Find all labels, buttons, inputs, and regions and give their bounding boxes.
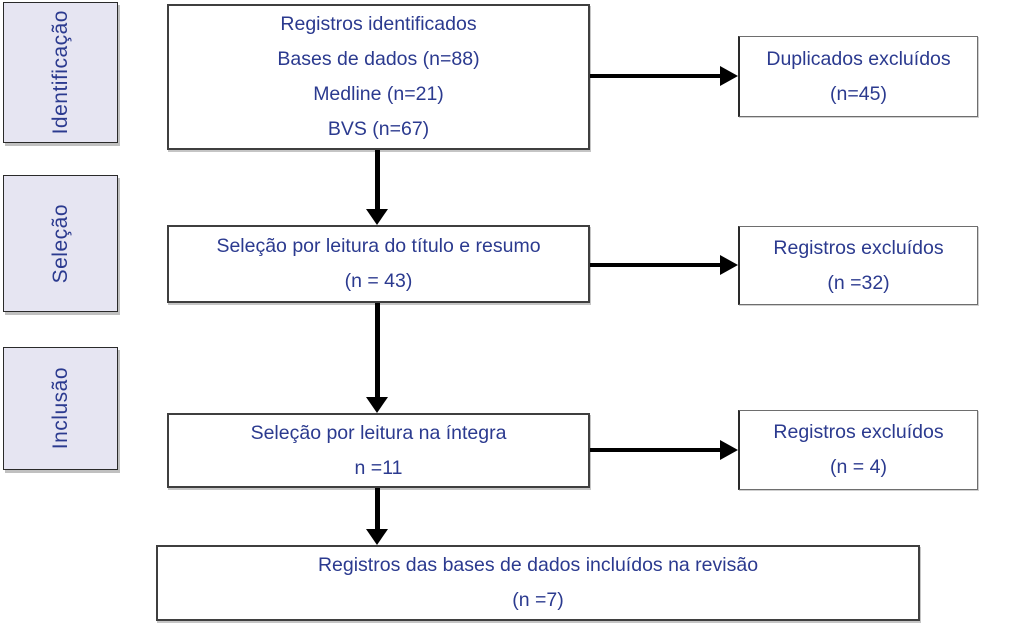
duplicates-excluded-label: Duplicados excluídos [766,47,951,70]
arrow-screening-to-fulltext-line [375,303,380,398]
stage-box-identification: Identificação [3,2,118,143]
arrow-fulltext-to-excluded-line [590,448,722,452]
fulltext-excluded-count: (n = 4) [830,456,887,478]
arrow-identified-to-screening-head-icon [366,209,388,225]
arrow-fulltext-to-included-line [375,488,380,530]
screening-excluded-count: (n =32) [827,271,890,294]
arrow-screening-to-excluded-line [590,263,722,267]
arrow-identified-to-duplicates-head-icon [720,66,738,86]
stage-box-selection: Seleção [3,175,118,312]
records-included-count: (n =7) [512,589,564,611]
arrow-screening-to-fulltext-head-icon [366,397,388,413]
full-text-screening-box: Seleção por leitura na íntegra n =11 [167,413,590,488]
records-identified-bvs: BVS (n=67) [327,118,430,140]
records-identified-medline: Medline (n=21) [313,83,444,105]
full-text-screening-count: n =11 [354,456,403,479]
arrow-screening-to-excluded-head-icon [720,255,738,275]
duplicates-excluded-count: (n=45) [830,82,887,105]
screening-excluded-box: Registros excluídos (n =32) [738,226,978,305]
arrow-identified-to-screening-line [375,150,380,210]
arrow-fulltext-to-included-head-icon [366,529,388,545]
stage-label-selection: Seleção [49,203,72,284]
title-abstract-screening-label: Seleção por leitura do título e resumo [216,235,541,257]
duplicates-excluded-box: Duplicados excluídos (n=45) [738,36,978,117]
arrow-fulltext-to-excluded-head-icon [720,440,738,460]
fulltext-excluded-label: Registros excluídos [773,421,944,443]
records-included-box: Registros das bases de dados incluídos n… [156,545,920,621]
stage-label-inclusion: Inclusão [49,367,72,450]
records-identified-box: Registros identificados Bases de dados (… [167,4,590,150]
records-included-label: Registros das bases de dados incluídos n… [317,554,759,576]
full-text-screening-label: Seleção por leitura na íntegra [250,421,507,444]
arrow-identified-to-duplicates-line [590,74,722,78]
records-identified-title: Registros identificados [280,13,477,35]
screening-excluded-label: Registros excluídos [773,236,944,259]
title-abstract-screening-box: Seleção por leitura do título e resumo (… [167,225,590,303]
records-identified-databases: Bases de dados (n=88) [277,48,480,70]
title-abstract-screening-count: (n = 43) [344,270,413,292]
fulltext-excluded-box: Registros excluídos (n = 4) [738,410,978,490]
stage-box-inclusion: Inclusão [3,347,118,470]
stage-label-identification: Identificação [49,10,72,135]
